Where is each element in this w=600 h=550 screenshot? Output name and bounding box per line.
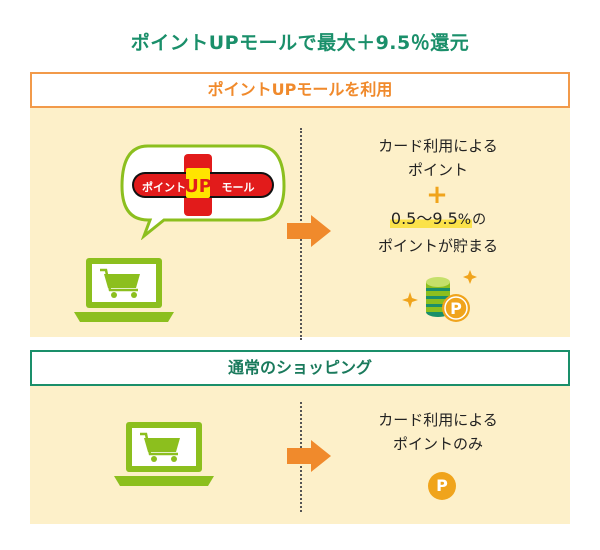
point-up-mall-logo: ポイント UP モール: [132, 154, 274, 216]
point-up-mall-header: ポイントUPモールを利用: [30, 72, 570, 108]
bonus-rate: 0.5〜9.5: [390, 209, 458, 228]
logo-text-mall: モール: [222, 181, 255, 194]
logo-text-up: UP: [184, 176, 212, 197]
arrow-right-icon: [287, 215, 331, 247]
points-accumulate-text: ポイントが貯まる: [377, 237, 498, 255]
point-line: ポイント: [407, 161, 468, 179]
point-coin-icon: P: [428, 472, 456, 500]
card-point-text: カード利用による ポイント: [338, 134, 538, 182]
page-title: ポイントUPモールで最大＋9.5％還元: [130, 32, 470, 54]
normal-shopping-header: 通常のショッピング: [30, 350, 570, 386]
card-usage-line: カード利用による: [378, 137, 498, 155]
points-only-line: ポイントのみ: [392, 435, 483, 453]
logo-text-point: ポイント: [142, 180, 186, 194]
speech-bubble: ポイント UP モール: [120, 144, 286, 240]
bonus-rate-suffix: の: [472, 212, 487, 228]
coin-stack-icon: P: [402, 270, 477, 322]
bonus-rate-highlight: 0.5〜9.5%: [389, 209, 473, 228]
laptop-cart-icon: [114, 422, 214, 486]
laptop-cart-icon: [74, 258, 174, 322]
coin-label: P: [450, 299, 462, 318]
card-usage-line: カード利用による: [378, 411, 498, 429]
bonus-rate-percent: %: [457, 212, 472, 228]
bonus-rate-line: 0.5〜9.5%の: [330, 206, 546, 233]
card-point-only-text: カード利用による ポイントのみ: [338, 408, 538, 456]
plus-icon: +: [426, 180, 448, 210]
arrow-right-icon: [287, 440, 331, 472]
